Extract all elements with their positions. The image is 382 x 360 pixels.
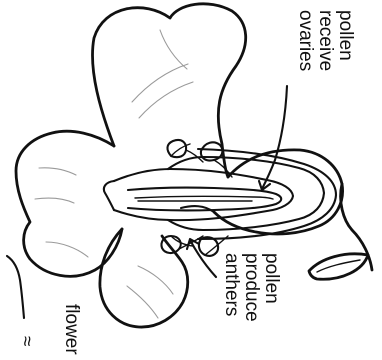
anthers-label-line-2: produce bbox=[241, 253, 262, 322]
ovaries-label-line-1: ovaries bbox=[295, 10, 316, 71]
anthers-label-line-3: pollen bbox=[261, 253, 282, 304]
anthers-arrow bbox=[190, 240, 216, 277]
leaf-stem bbox=[309, 230, 372, 279]
approximate-symbol: ≈ bbox=[16, 336, 37, 346]
flower-label: flower bbox=[61, 304, 82, 355]
ovaries-label-line-2: receive bbox=[315, 10, 336, 71]
anthers-label-line-1: anthers bbox=[221, 253, 242, 316]
flower-bracket bbox=[7, 256, 24, 318]
ovaries-label-line-3: pollen bbox=[335, 10, 356, 61]
ovaries-arrow bbox=[262, 86, 287, 189]
bottom-petal bbox=[100, 229, 188, 327]
ovaries-annotation: ovaries receive pollen bbox=[259, 10, 356, 190]
